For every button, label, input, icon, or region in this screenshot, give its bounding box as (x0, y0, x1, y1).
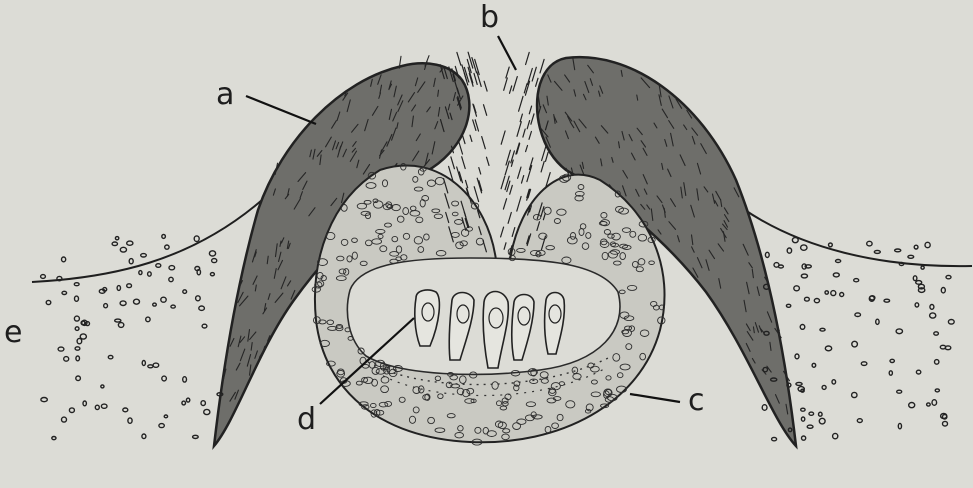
label-b: b (480, 3, 499, 33)
label-c: c (688, 386, 705, 416)
label-a: a (216, 80, 234, 110)
label-d: d (297, 405, 316, 435)
label-e: e (4, 318, 22, 348)
